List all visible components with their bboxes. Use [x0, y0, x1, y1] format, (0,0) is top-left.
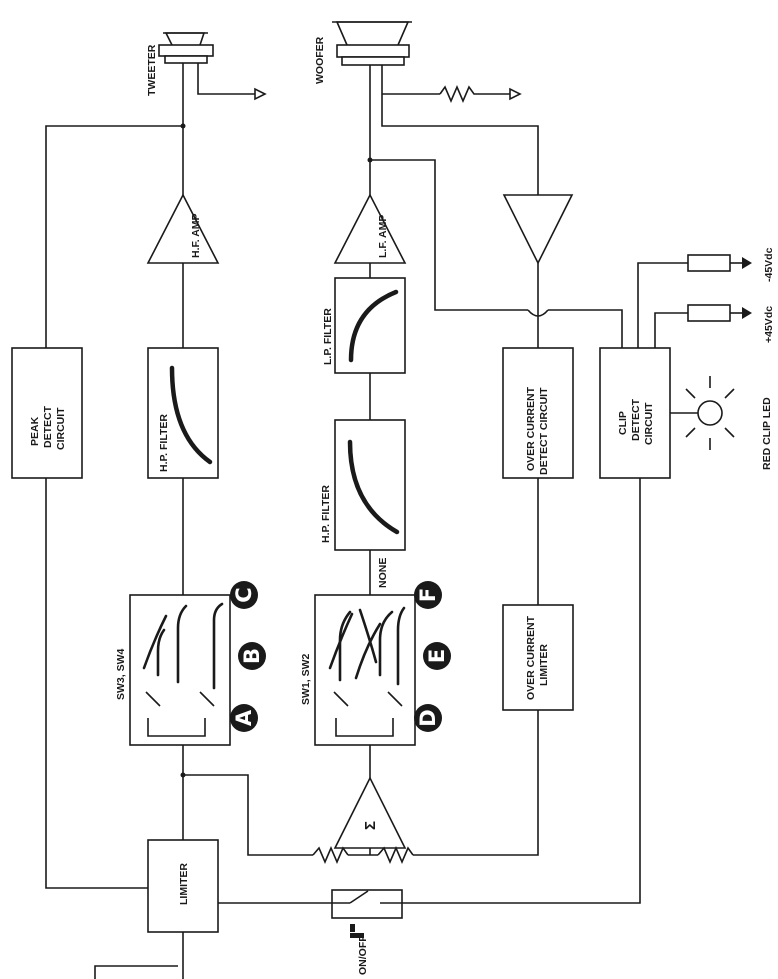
plus-rail-resistor — [687, 304, 731, 322]
minus-rail-resistor — [687, 254, 731, 272]
svg-text:F: F — [416, 588, 440, 602]
oc-limiter-box — [502, 604, 574, 711]
none-label: NONE — [377, 558, 389, 588]
input-box-edge — [94, 965, 178, 979]
minus-rail-arrow — [742, 257, 752, 269]
lf-amp-label: L.F. AMP — [377, 215, 389, 258]
sw12-curves — [328, 606, 406, 737]
woofer-feedback-resistor — [439, 84, 510, 104]
hp-filter-mid-label: H.P. FILTER — [320, 485, 332, 543]
lf-amp-triangle — [333, 193, 407, 264]
badge-f: F — [414, 581, 442, 609]
woofer-speaker-icon — [332, 21, 412, 66]
peak-detect-box — [11, 347, 83, 479]
hp-filter-top-curve — [169, 365, 213, 465]
badge-d: D — [414, 704, 442, 732]
lp-filter-label: L.P. FILTER — [322, 308, 334, 365]
on-off-label: ON/OFF — [357, 935, 369, 975]
oc-limiter-line2: LIMITER — [538, 644, 550, 686]
badge-c: C — [230, 581, 258, 609]
badge-b: B — [238, 642, 266, 670]
oc-limiter-line1: OVER CURRENT — [525, 615, 537, 700]
current-sense-amp-triangle — [502, 194, 574, 265]
limiter-box — [147, 839, 219, 933]
sum-input-resistor-right — [377, 845, 414, 865]
sum-amp-triangle — [333, 776, 407, 849]
limiter-label: LIMITER — [178, 863, 190, 905]
clip-led-label: RED CLIP LED — [761, 397, 773, 470]
hf-amp-triangle — [146, 193, 220, 264]
on-off-switch-blade — [349, 890, 369, 904]
minus-rail-label: -45Vdc — [763, 247, 775, 282]
woofer-label: WOOFER — [314, 36, 326, 84]
hp-filter-top-label: H.P. FILTER — [158, 414, 170, 472]
hf-amp-label: H.F. AMP — [190, 213, 202, 258]
sw34-curves — [142, 602, 224, 737]
oc-detect-line2: DETECT CIRCUIT — [538, 387, 550, 475]
pushbutton-icon — [350, 924, 364, 938]
sum-input-resistor-left — [312, 845, 349, 865]
peak-detect-line1: PEAK — [29, 416, 41, 446]
oc-detect-box — [502, 347, 574, 479]
svg-text:A: A — [232, 709, 256, 726]
lp-filter-curve — [348, 289, 399, 363]
clip-led-icon — [670, 376, 735, 450]
clip-detect-line1: CLIP — [617, 411, 629, 435]
sw34-label: SW3, SW4 — [115, 648, 127, 700]
svg-text:E: E — [425, 649, 449, 663]
svg-text:C: C — [232, 587, 256, 602]
clip-detect-line2: DETECT — [630, 398, 642, 441]
tweeter-speaker-icon — [158, 32, 214, 64]
svg-text:B: B — [240, 648, 264, 664]
sum-amp-symbol: Σ — [362, 821, 379, 830]
plus-rail-arrow — [742, 307, 752, 319]
tweeter-label: TWEETER — [146, 44, 158, 96]
hp-filter-mid-curve — [347, 439, 400, 535]
svg-text:D: D — [416, 709, 440, 726]
sw12-label: SW1, SW2 — [300, 653, 312, 705]
peak-detect-line3: CIRCUIT — [55, 407, 67, 450]
badge-a: A — [230, 704, 258, 732]
oc-detect-line1: OVER CURRENT — [525, 386, 537, 471]
badge-e: E — [423, 642, 451, 670]
clip-detect-line3: CIRCUIT — [643, 402, 655, 445]
peak-detect-line2: DETECT — [42, 405, 54, 448]
on-off-switch-box — [331, 889, 403, 919]
tweeter-output-arrow — [254, 87, 267, 101]
plus-rail-label: +45Vdc — [763, 306, 775, 343]
woofer-output-arrow — [509, 87, 522, 101]
